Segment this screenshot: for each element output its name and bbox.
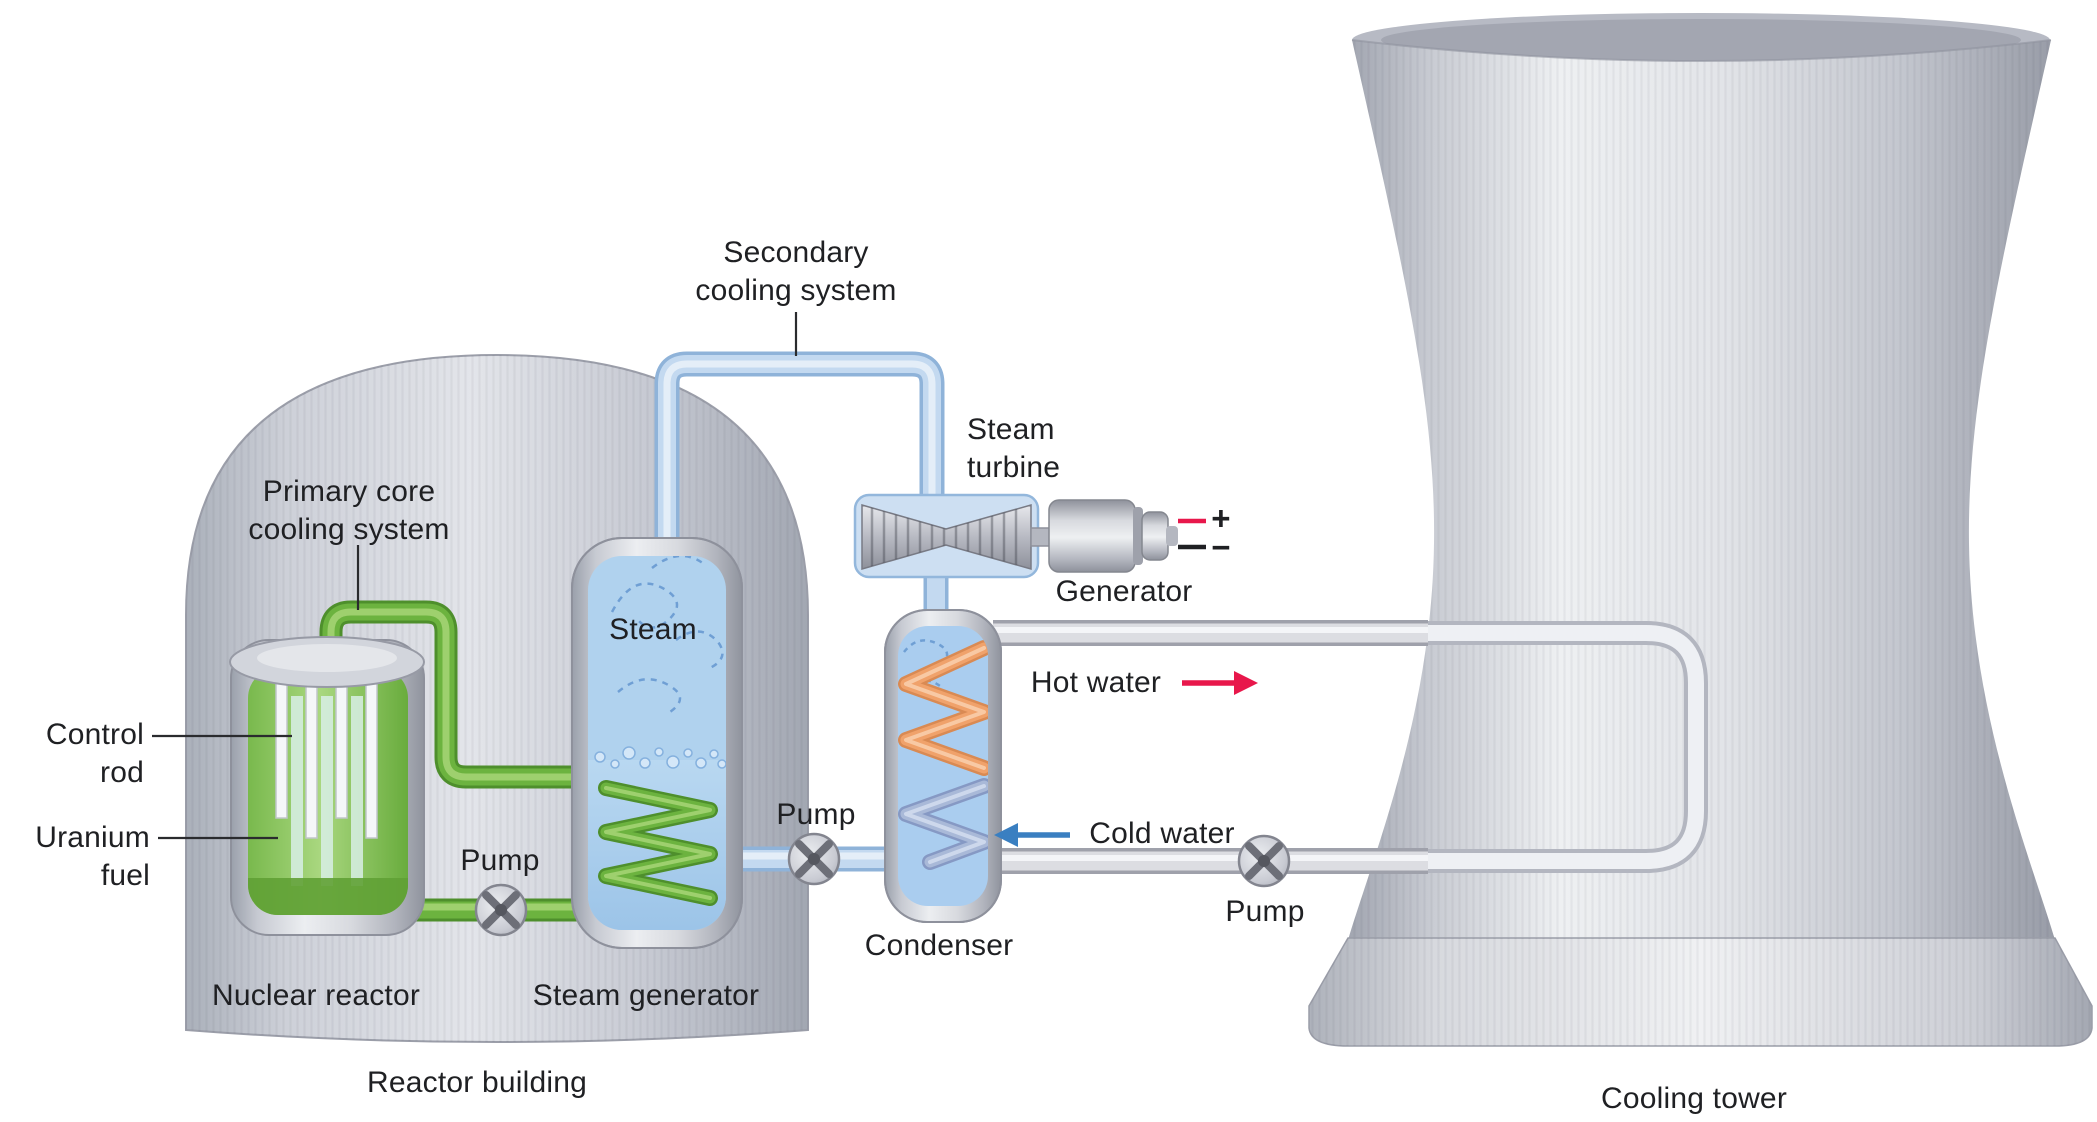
uranium-fuel-bed [248, 878, 408, 915]
control-rod [365, 668, 378, 839]
pump-secondary-icon [787, 832, 841, 886]
label-secondary-cooling-system: Secondary cooling system [695, 235, 897, 307]
pump-primary-icon [474, 883, 528, 937]
cold-water-pipe [993, 848, 1428, 874]
label-primary-cooling-system: Primary core cooling system [248, 474, 450, 546]
label-pump-secondary: Pump [776, 797, 856, 831]
label-pump-primary: Pump [460, 843, 540, 877]
label-uranium-fuel: Uranium fuel [35, 820, 150, 892]
condenser [884, 609, 1002, 923]
bubbles [594, 746, 726, 769]
label-steam-turbine: Steam turbine [967, 412, 1061, 484]
control-rod [335, 668, 348, 819]
label-control-rod: Control rod [45, 717, 144, 789]
label-cooling-tower: Cooling tower [1600, 1081, 1788, 1115]
generator [1030, 499, 1206, 573]
steam-generator [571, 537, 743, 949]
sg-heat-coil [598, 780, 718, 906]
pump-cooling-icon [1237, 834, 1291, 888]
fuel-plate [291, 696, 303, 886]
tower-internal-pipe-loop [1422, 621, 1708, 873]
label-reactor-building: Reactor building [367, 1065, 587, 1099]
label-steam-generator: Steam generator [532, 978, 760, 1012]
steam-turbine [853, 493, 1040, 579]
label-hot-water: Hot water [1030, 665, 1162, 699]
condenser-cold-coil [898, 778, 988, 870]
label-pump-cooling: Pump [1225, 894, 1305, 928]
label-steam: Steam [609, 612, 697, 646]
fuel-plate [321, 696, 333, 886]
hot-water-arrow-icon [1182, 671, 1258, 695]
steam-swirls [610, 556, 724, 714]
condenser-hot-coil [898, 640, 988, 776]
fuel-plate [351, 696, 363, 886]
leader-lines [152, 312, 798, 840]
label-condenser: Condenser [864, 928, 1014, 962]
control-rod [305, 668, 318, 839]
nuclear-reactor [229, 636, 425, 936]
label-cold-water: Cold water [1089, 816, 1235, 850]
cold-water-arrow-icon [994, 823, 1070, 847]
label-plus: + [1211, 499, 1231, 537]
control-rod [275, 668, 288, 819]
label-generator: Generator [1055, 574, 1193, 608]
label-nuclear-reactor: Nuclear reactor [211, 978, 421, 1012]
hot-water-pipe [993, 620, 1428, 646]
cooling-tower [1308, 13, 2093, 1047]
label-minus: − [1211, 528, 1231, 566]
